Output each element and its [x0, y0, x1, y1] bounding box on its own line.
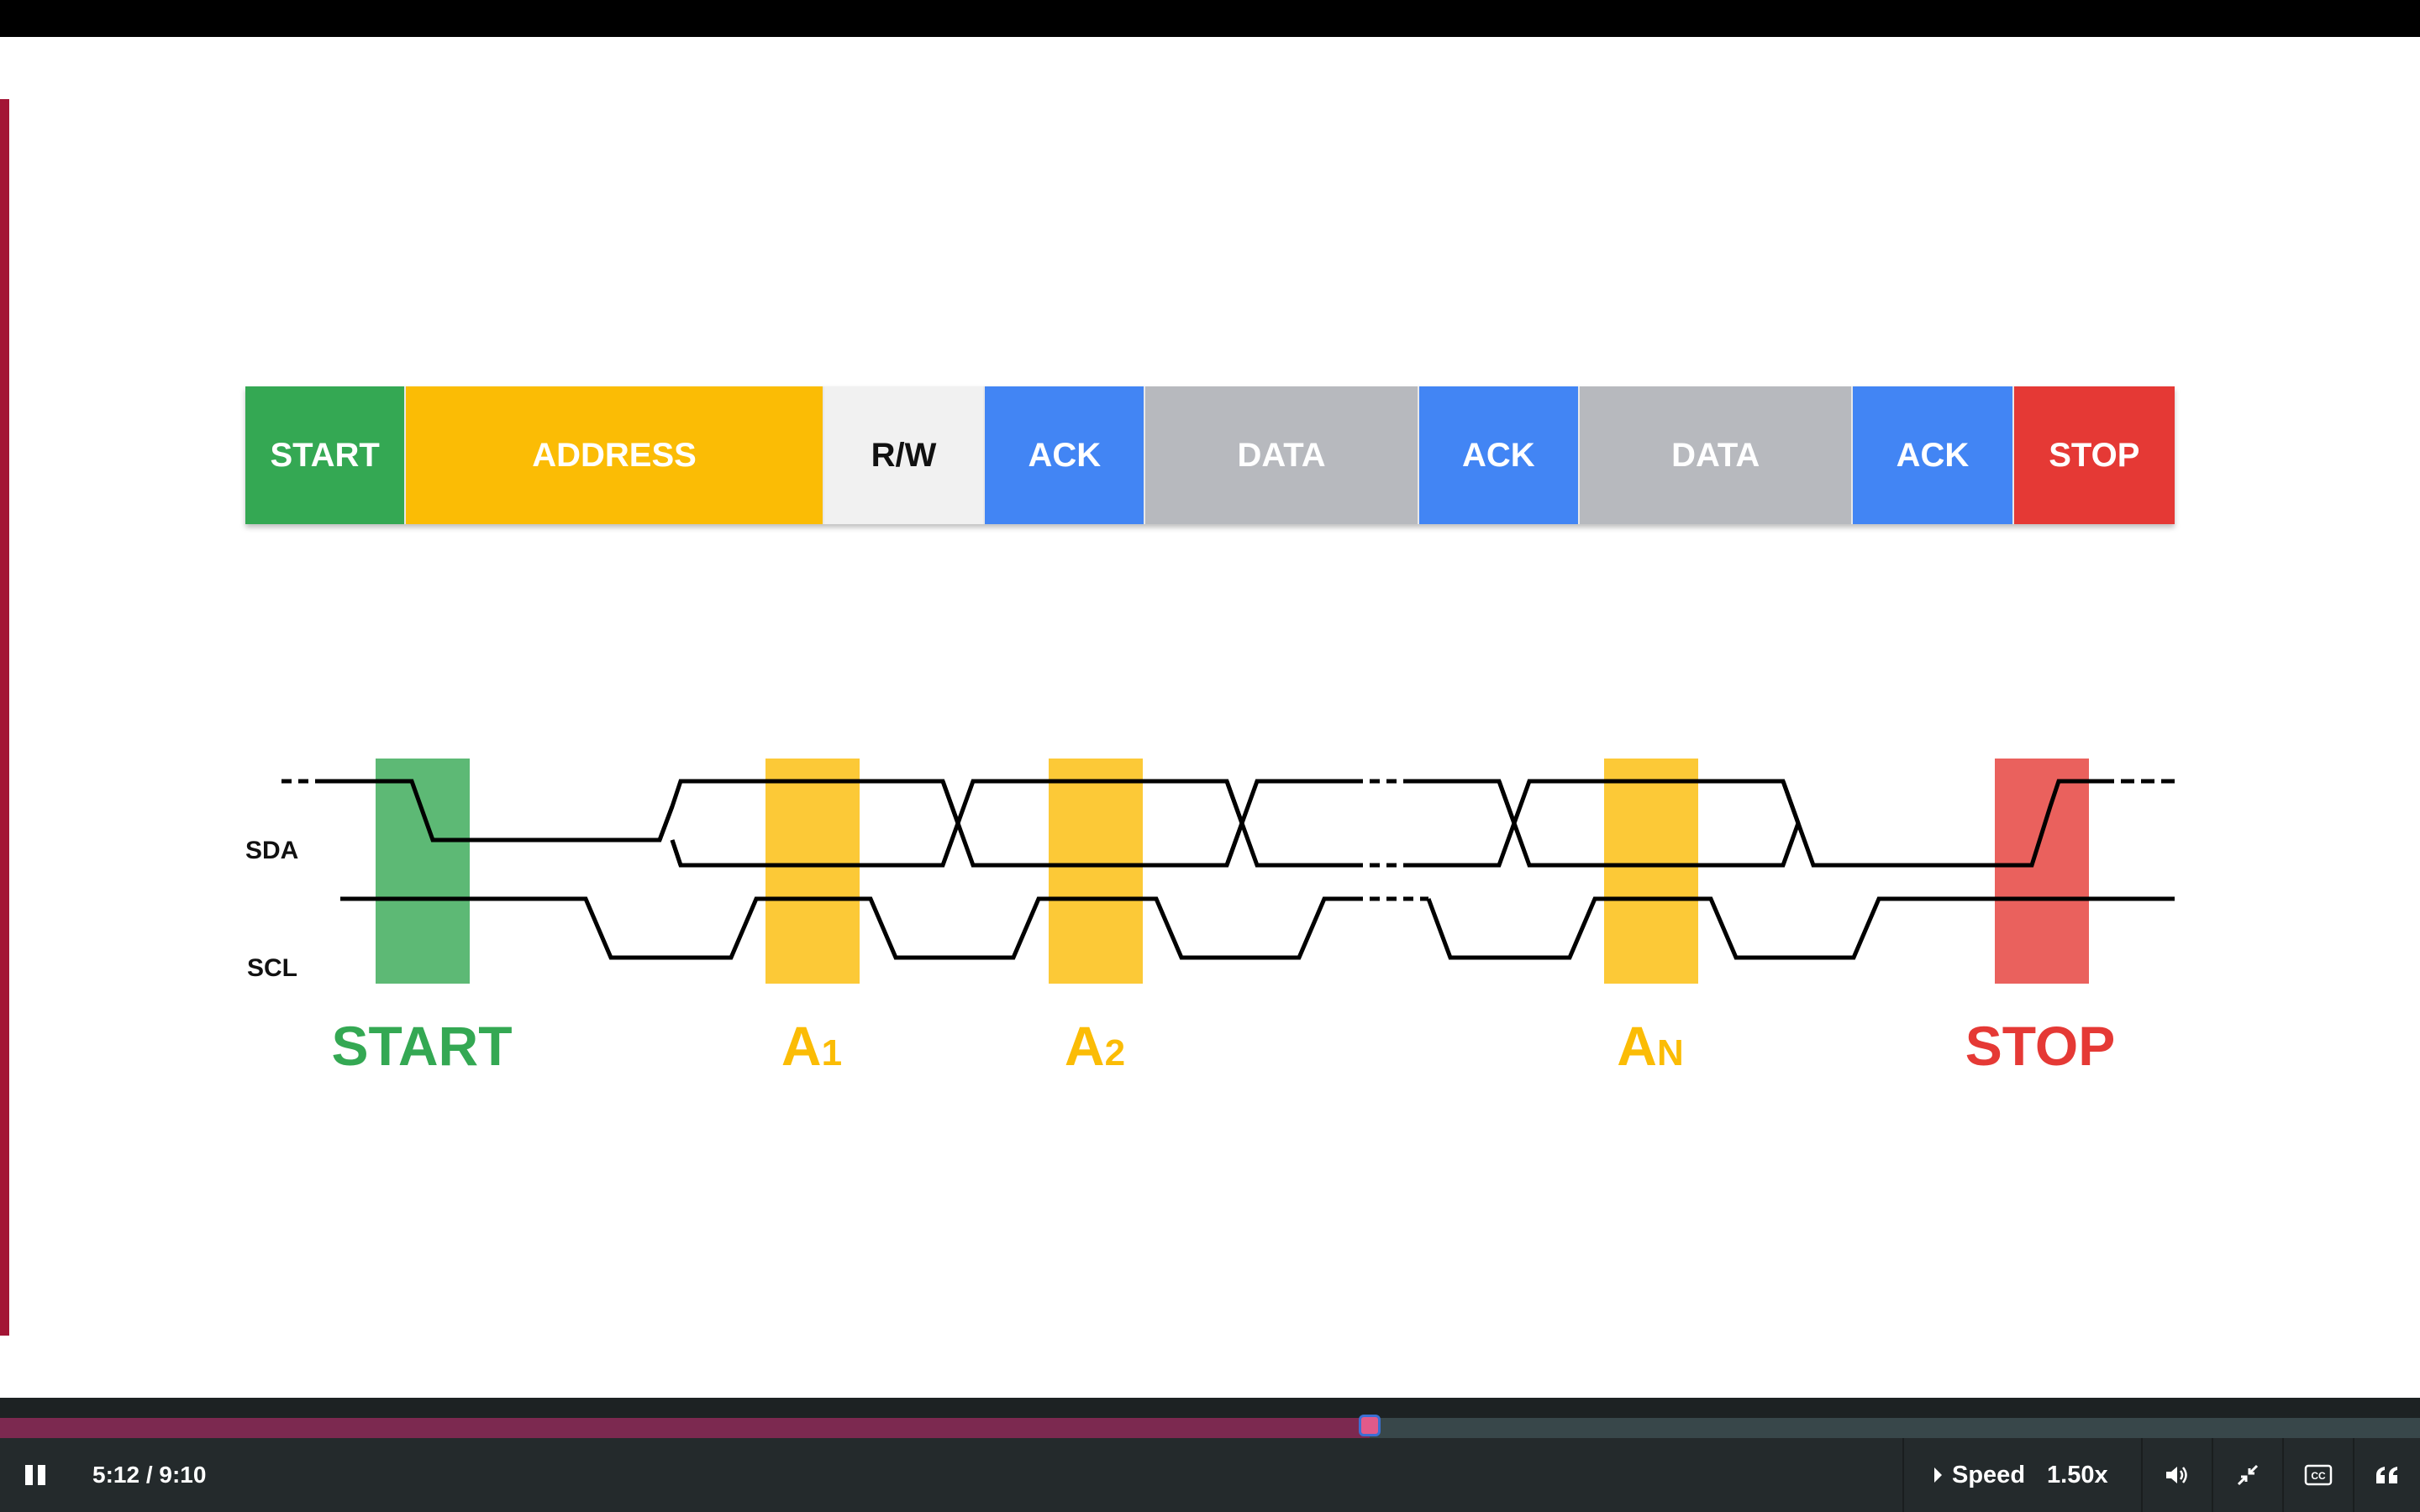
- a2-marker-label: A2: [1065, 1015, 1125, 1077]
- frame-segment-address-1: ADDRESS: [406, 386, 824, 524]
- divider: [2282, 1438, 2284, 1512]
- a1-highlight: [765, 759, 860, 984]
- speed-label: Speed: [1952, 1461, 2026, 1488]
- closed-captions-button[interactable]: CC: [2284, 1438, 2353, 1512]
- divider: [2141, 1438, 2143, 1512]
- closed-captions-icon: CC: [2304, 1464, 2333, 1486]
- sda-label: SDA: [245, 837, 298, 864]
- an-marker-label: AN: [1617, 1015, 1683, 1077]
- exit-fullscreen-button[interactable]: [2213, 1438, 2282, 1512]
- time-display: 5:12 / 9:10: [92, 1462, 207, 1488]
- exit-fullscreen-icon: [2237, 1464, 2259, 1486]
- scl-label: SCL: [247, 954, 297, 982]
- frame-segment-data-4: DATA: [1145, 386, 1419, 524]
- speed-button[interactable]: Speed 1.50x: [1904, 1438, 2141, 1512]
- speed-value: 1.50x: [2047, 1461, 2108, 1488]
- divider: [2212, 1438, 2213, 1512]
- start-highlight: [376, 759, 470, 984]
- a2-highlight: [1049, 759, 1143, 984]
- a1-marker-label: A1: [781, 1015, 842, 1077]
- stop-highlight: [1995, 759, 2089, 984]
- frame-segment-rw-2: R/W: [823, 386, 986, 524]
- frame-segment-start-0: START: [245, 386, 407, 524]
- volume-button[interactable]: [2143, 1438, 2212, 1512]
- frame-segment-ack-5: ACK: [1418, 386, 1581, 524]
- slide-accent-bar: [0, 99, 9, 1336]
- video-player-controls: 5:12 / 9:10 Speed 1.50x CC: [0, 1398, 2420, 1512]
- frame-segment-ack-3: ACK: [985, 386, 1146, 524]
- divider: [2353, 1438, 2354, 1512]
- progress-bar[interactable]: [0, 1415, 2420, 1438]
- stop-marker-label: STOP: [1965, 1015, 2116, 1077]
- frame-segment-data-6: DATA: [1580, 386, 1854, 524]
- scl-waveform: [340, 896, 2175, 960]
- progress-scrubber[interactable]: [1359, 1415, 1381, 1436]
- progress-fill: [0, 1418, 1370, 1438]
- frame-segment-ack-7: ACK: [1853, 386, 2014, 524]
- frame-segment-stop-8: STOP: [2013, 386, 2175, 524]
- sda-waveform: [281, 779, 2175, 868]
- pause-icon-bar: [38, 1465, 45, 1485]
- pause-icon: [25, 1465, 33, 1485]
- control-bar: 5:12 / 9:10 Speed 1.50x CC: [0, 1438, 2420, 1512]
- transcript-button[interactable]: [2354, 1438, 2420, 1512]
- volume-icon: [2166, 1467, 2187, 1483]
- caret-right-icon: [1934, 1467, 1942, 1483]
- transcript-quote-icon: [2376, 1467, 2397, 1483]
- an-highlight: [1604, 759, 1698, 984]
- start-marker-label: START: [331, 1015, 512, 1077]
- svg-text:CC: CC: [2311, 1470, 2326, 1482]
- pause-button[interactable]: [18, 1458, 52, 1492]
- divider: [1902, 1438, 1904, 1512]
- timing-diagram: SDA SCL START A1 A2 AN STOP: [245, 759, 2175, 1077]
